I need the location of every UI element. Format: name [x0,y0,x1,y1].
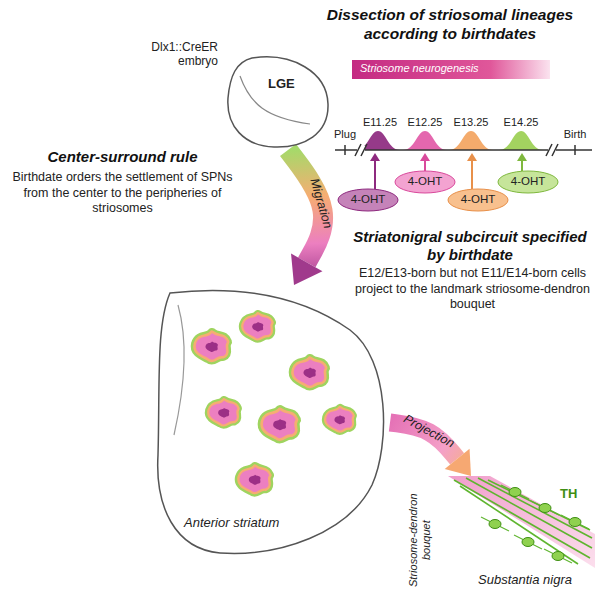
region-label: Substantia nigra [460,572,590,588]
structure-label: Striosome-dendron bouquet [407,490,433,590]
timeline-label: E12.25 [400,116,450,129]
injection-ellipse: 4-OHT [447,188,509,212]
embryo-brain: LGE [222,52,332,150]
injection-ellipse: 4-OHT [337,188,399,212]
injection-label: 4-OHT [408,175,443,189]
injection-ellipse [395,171,455,193]
injection-ellipse: 4-OHT [497,170,559,194]
embryo-brain-shape [222,52,332,150]
diagram-title: Dissection of striosomal lineages accord… [305,6,595,43]
striatum-outline [158,290,384,553]
region-label: LGE [268,76,312,92]
bouquet-band [448,476,595,568]
timeline-axis [335,144,592,156]
timeline-label: Plug [325,128,365,141]
bar-label: Striosome neurogenesis [360,62,510,75]
injection-ellipse [448,189,508,211]
injection-label: 4-OHT [461,193,496,207]
arrow-head [291,254,322,285]
timeline-label: E11.25 [355,116,405,129]
timeline-label: Birth [552,128,598,141]
section-body: Birthdate orders the settlement of SPNs … [5,170,240,217]
section-heading: Center-surround rule [5,148,240,166]
timeline-label: E14.25 [496,116,546,129]
injection-ellipse [338,189,398,211]
neurogenesis-bar [352,60,550,79]
region-label: Anterior striatum [184,515,334,531]
dopamine-cells [481,485,589,563]
injection-ellipse: 4-OHT [394,170,456,194]
striosome [209,400,237,424]
genotype-label: Dlx1::CreER embryo [110,40,218,69]
striosome [196,333,227,360]
striosome [240,467,270,492]
peaks [356,131,543,150]
substantia-nigra: Substantia nigra [440,476,595,594]
section-heading: Striatonigral subcircuit specified by bi… [345,228,595,264]
injection-ellipse [498,171,558,193]
section-body: E12/E13-born but not E11/E14-born cells … [350,266,595,313]
arrow-head [445,449,471,476]
dendrites [454,478,592,564]
striosome [326,408,353,431]
striosome [294,359,325,386]
timeline-label: E13.25 [446,116,496,129]
striosome [243,314,271,338]
marker-label: TH [560,486,590,502]
striatum-section: Anterior striatum [150,285,390,560]
striosome [263,410,296,438]
embryo-brain-outline [228,57,328,147]
ventricle-line [174,305,184,435]
injection-label: 4-OHT [511,175,546,189]
injection-label: 4-OHT [351,193,386,207]
